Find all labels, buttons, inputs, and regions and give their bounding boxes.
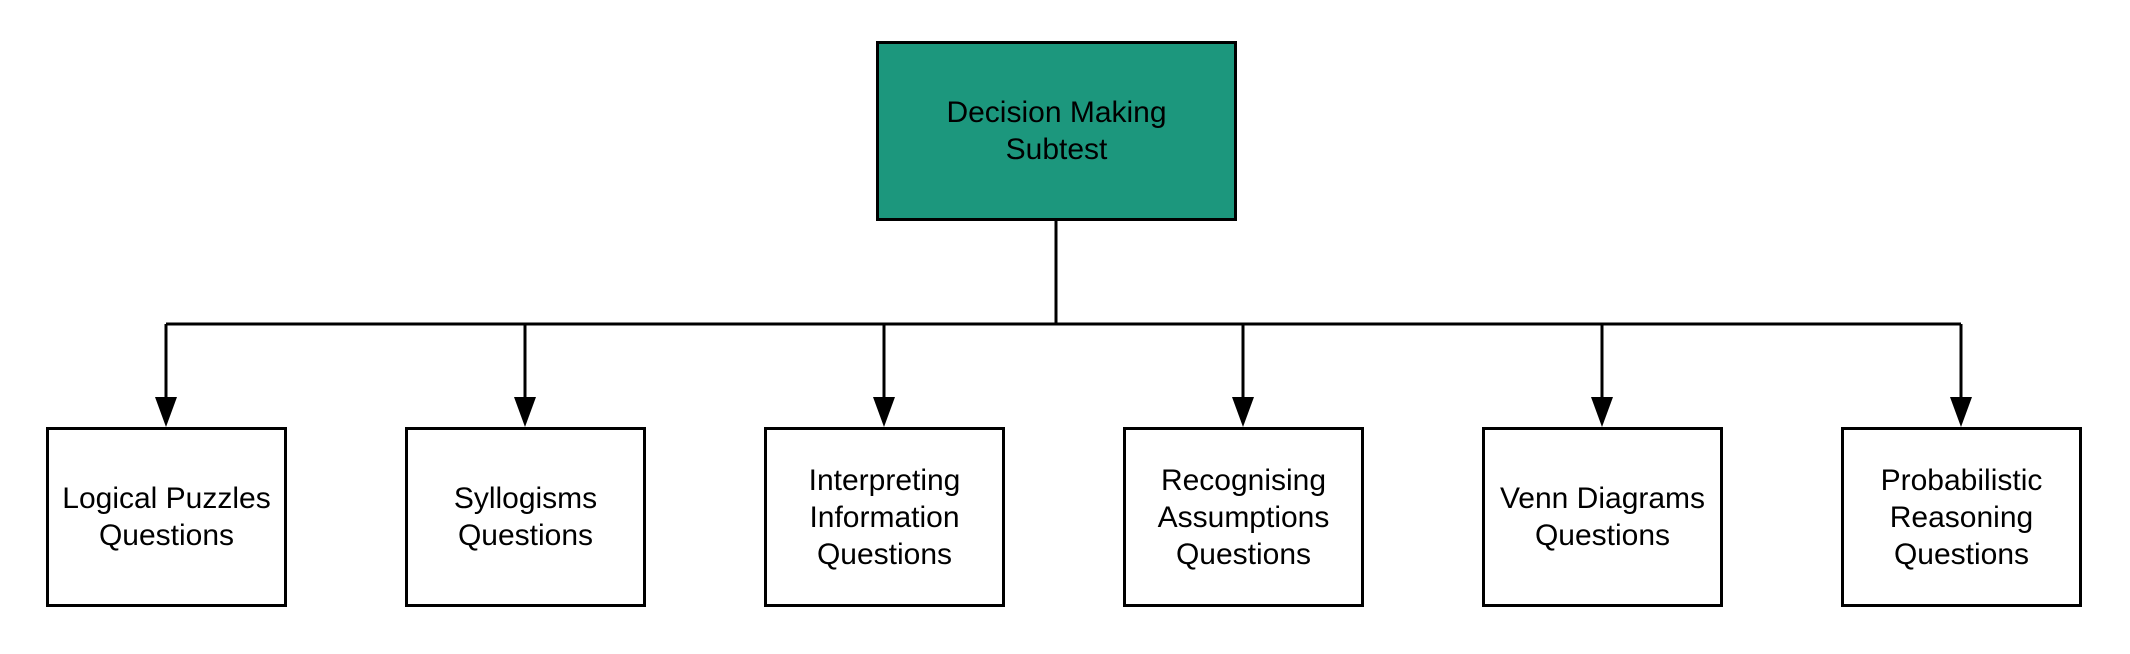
child-node-label: Interpreting Information Questions	[808, 463, 961, 571]
child-node-recognising-assumptions: Recognising Assumptions Questions	[1123, 427, 1364, 607]
arrowhead-icon	[514, 397, 536, 427]
child-node-label: Recognising Assumptions Questions	[1157, 463, 1330, 571]
branch-arrows	[155, 324, 1972, 427]
child-node-venn-diagrams: Venn Diagrams Questions	[1482, 427, 1723, 607]
arrowhead-icon	[873, 397, 895, 427]
arrowhead-icon	[1591, 397, 1613, 427]
child-node-logical-puzzles: Logical Puzzles Questions	[46, 427, 287, 607]
child-node-label: Venn Diagrams Questions	[1499, 482, 1706, 552]
child-node-interpreting-information: Interpreting Information Questions	[764, 427, 1005, 607]
arrowhead-icon	[1232, 397, 1254, 427]
root-node-decision-making-subtest: Decision Making Subtest	[876, 41, 1237, 221]
child-node-label: Syllogisms Questions	[453, 482, 598, 552]
arrowhead-icon	[1950, 397, 1972, 427]
arrowhead-icon	[155, 397, 177, 427]
child-node-syllogisms: Syllogisms Questions	[405, 427, 646, 607]
root-node-label: Decision Making Subtest	[946, 96, 1167, 166]
child-node-label: Logical Puzzles Questions	[62, 482, 271, 552]
child-node-label: Probabilistic Reasoning Questions	[1880, 463, 2043, 571]
child-node-probabilistic-reasoning: Probabilistic Reasoning Questions	[1841, 427, 2082, 607]
